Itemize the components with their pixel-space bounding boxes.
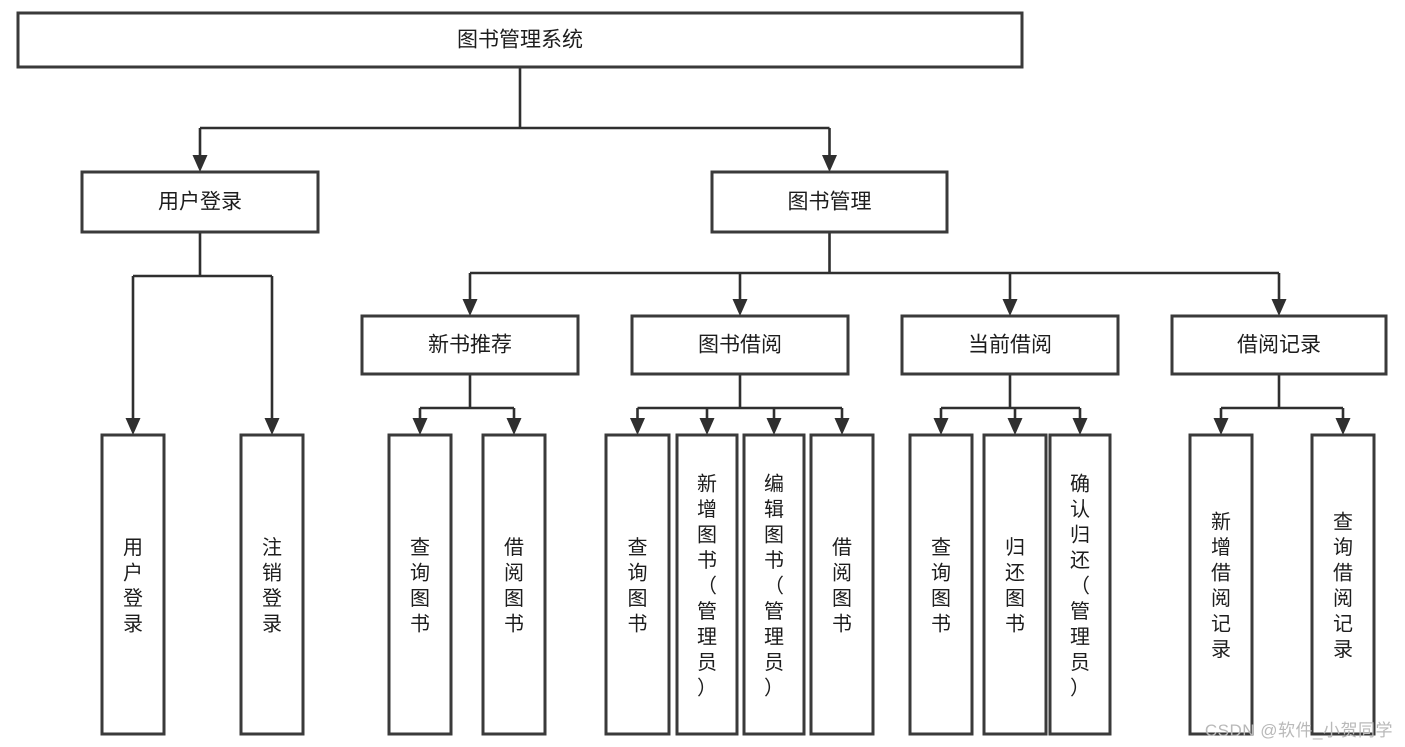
arrow-head-icon bbox=[1072, 418, 1088, 435]
arrow-head-icon bbox=[630, 418, 645, 435]
arrow-head-icon bbox=[462, 299, 478, 316]
diagram-node-leaf_borrow_book_1[interactable]: 借阅图书 bbox=[481, 433, 547, 736]
node-label: 借阅图书 bbox=[832, 536, 852, 636]
node-box bbox=[1170, 314, 1388, 376]
arrow-head-icon bbox=[1002, 299, 1018, 316]
node-label: 借阅图书 bbox=[504, 536, 524, 636]
arrow-head-icon bbox=[1335, 418, 1351, 435]
diagram-node-borrow_record[interactable]: 借阅记录 bbox=[1170, 314, 1388, 376]
node-label: 新增图书（管理员） bbox=[697, 473, 717, 700]
csdn-watermark: CSDN @软件_小贺同学 bbox=[1204, 721, 1393, 740]
arrow-head-icon bbox=[1271, 299, 1287, 316]
node-box bbox=[604, 433, 671, 736]
node-box bbox=[481, 433, 547, 736]
diagram-node-leaf_add_book[interactable]: 新增图书（管理员） bbox=[675, 433, 739, 736]
diagram-node-user_login[interactable]: 用户登录 bbox=[80, 170, 320, 234]
diagram-node-leaf_borrow_book_2[interactable]: 借阅图书 bbox=[809, 433, 875, 736]
node-label: 查询图书 bbox=[410, 536, 430, 636]
node-box bbox=[900, 314, 1120, 376]
arrow-head-icon bbox=[264, 418, 280, 435]
arrow-head-icon bbox=[834, 418, 850, 435]
diagram-node-leaf_add_record[interactable]: 新增借阅记录 bbox=[1188, 433, 1254, 736]
node-box bbox=[100, 433, 166, 736]
arrow-head-icon bbox=[125, 418, 141, 435]
node-box bbox=[80, 170, 320, 234]
node-box bbox=[1048, 433, 1112, 736]
node-label: 当前借阅 bbox=[968, 334, 1052, 357]
diagram-node-root[interactable]: 图书管理系统 bbox=[16, 11, 1024, 69]
diagram-node-leaf_query_record[interactable]: 查询借阅记录 bbox=[1310, 433, 1376, 736]
node-label: 确认归还（管理员） bbox=[1070, 473, 1090, 700]
node-label: 编辑图书（管理员） bbox=[764, 473, 784, 700]
node-label: 注销登录 bbox=[262, 536, 282, 636]
node-label: 查询借阅记录 bbox=[1333, 511, 1353, 662]
diagram-node-leaf_query_book_1[interactable]: 查询图书 bbox=[387, 433, 453, 736]
diagram-node-current_borrow[interactable]: 当前借阅 bbox=[900, 314, 1120, 376]
node-label: 用户登录 bbox=[158, 191, 242, 214]
arrow-head-icon bbox=[1213, 418, 1229, 435]
node-box bbox=[982, 433, 1048, 736]
diagram-node-book_manage[interactable]: 图书管理 bbox=[710, 170, 949, 234]
node-box bbox=[387, 433, 453, 736]
arrow-head-icon bbox=[933, 418, 949, 435]
node-label: 图书借阅 bbox=[698, 334, 782, 357]
node-box bbox=[16, 11, 1024, 69]
node-layer: 图书管理系统用户登录图书管理新书推荐图书借阅当前借阅借阅记录用户登录注销登录查询… bbox=[16, 11, 1388, 736]
node-box bbox=[675, 433, 739, 736]
diagram-node-new_book_rec[interactable]: 新书推荐 bbox=[360, 314, 580, 376]
node-box bbox=[239, 433, 305, 736]
node-box bbox=[809, 433, 875, 736]
arrow-head-icon bbox=[412, 418, 428, 435]
node-box bbox=[742, 433, 806, 736]
node-box bbox=[908, 433, 974, 736]
node-box bbox=[1188, 433, 1254, 736]
diagram-node-leaf_user_login[interactable]: 用户登录 bbox=[100, 433, 166, 736]
diagram-node-leaf_edit_book[interactable]: 编辑图书（管理员） bbox=[742, 433, 806, 736]
node-label: 查询图书 bbox=[931, 536, 951, 636]
diagram-node-leaf_query_book_2[interactable]: 查询图书 bbox=[604, 433, 671, 736]
connector-layer bbox=[125, 67, 1351, 435]
node-box bbox=[360, 314, 580, 376]
diagram-node-leaf_query_book_3[interactable]: 查询图书 bbox=[908, 433, 974, 736]
diagram-node-leaf_confirm_return[interactable]: 确认归还（管理员） bbox=[1048, 433, 1112, 736]
node-label: 查询图书 bbox=[628, 536, 648, 636]
node-box bbox=[1310, 433, 1376, 736]
node-label: 新增借阅记录 bbox=[1211, 511, 1231, 662]
node-label: 借阅记录 bbox=[1237, 334, 1321, 357]
node-box bbox=[710, 170, 949, 234]
arrow-head-icon bbox=[1007, 418, 1023, 435]
diagram-node-leaf_return_book[interactable]: 归还图书 bbox=[982, 433, 1048, 736]
node-label: 归还图书 bbox=[1005, 536, 1025, 636]
arrow-head-icon bbox=[192, 155, 208, 172]
node-label: 图书管理系统 bbox=[457, 29, 583, 52]
arrow-head-icon bbox=[766, 418, 782, 435]
node-label: 新书推荐 bbox=[428, 334, 512, 357]
node-box bbox=[630, 314, 850, 376]
arrow-head-icon bbox=[732, 299, 748, 316]
arrow-head-icon bbox=[822, 155, 837, 172]
diagram-node-book_borrow[interactable]: 图书借阅 bbox=[630, 314, 850, 376]
node-label: 用户登录 bbox=[123, 537, 143, 636]
arrow-head-icon bbox=[699, 418, 715, 435]
node-label: 图书管理 bbox=[788, 191, 872, 214]
diagram-node-leaf_logout[interactable]: 注销登录 bbox=[239, 433, 305, 736]
arrow-head-icon bbox=[506, 418, 522, 435]
